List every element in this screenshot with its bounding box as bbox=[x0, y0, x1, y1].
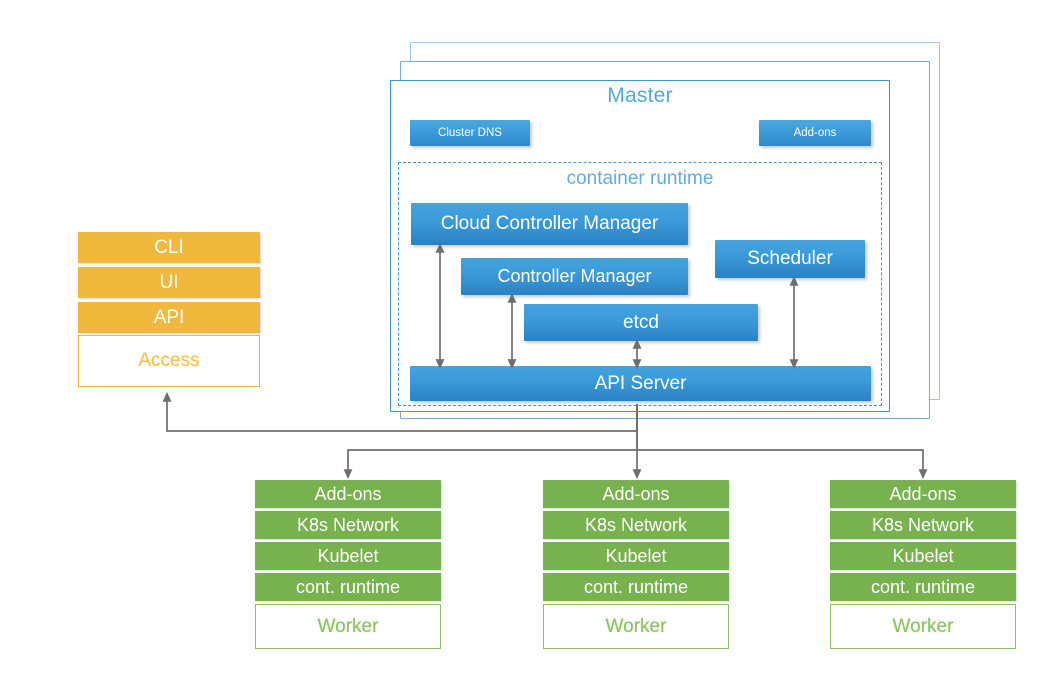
worker-row-kubelet[interactable]: Kubelet bbox=[543, 542, 729, 570]
worker-row-add-ons[interactable]: Add-ons bbox=[255, 480, 441, 508]
container-runtime-box bbox=[398, 162, 882, 406]
worker-label: Worker bbox=[255, 604, 441, 649]
worker-node-3: Add-ons K8s Network Kubelet cont. runtim… bbox=[830, 480, 1016, 655]
scheduler-box[interactable]: Scheduler bbox=[715, 240, 865, 278]
worker-row-add-ons[interactable]: Add-ons bbox=[543, 480, 729, 508]
access-row-api[interactable]: API bbox=[78, 302, 260, 333]
worker-node-2: Add-ons K8s Network Kubelet cont. runtim… bbox=[543, 480, 729, 655]
worker-row-add-ons[interactable]: Add-ons bbox=[830, 480, 1016, 508]
worker-row-kubelet[interactable]: Kubelet bbox=[830, 542, 1016, 570]
access-row-ui[interactable]: UI bbox=[78, 267, 260, 298]
worker-label: Worker bbox=[830, 604, 1016, 649]
worker-label: Worker bbox=[543, 604, 729, 649]
api-server-box[interactable]: API Server bbox=[410, 366, 871, 401]
master-add-ons-box[interactable]: Add-ons bbox=[759, 120, 871, 146]
access-label: Access bbox=[78, 335, 260, 387]
worker-row-cont-runtime[interactable]: cont. runtime bbox=[830, 573, 1016, 601]
controller-manager-box[interactable]: Controller Manager bbox=[461, 258, 688, 295]
container-runtime-title: container runtime bbox=[566, 168, 714, 189]
worker-row-k8s-network[interactable]: K8s Network bbox=[543, 511, 729, 539]
worker-row-kubelet[interactable]: Kubelet bbox=[255, 542, 441, 570]
arrow-api-server-to-worker-3 bbox=[637, 449, 928, 480]
worker-row-cont-runtime[interactable]: cont. runtime bbox=[255, 573, 441, 601]
etcd-box[interactable]: etcd bbox=[524, 304, 758, 341]
worker-row-cont-runtime[interactable]: cont. runtime bbox=[543, 573, 729, 601]
access-row-cli[interactable]: CLI bbox=[78, 232, 260, 263]
master-title: Master bbox=[607, 84, 673, 107]
worker-row-k8s-network[interactable]: K8s Network bbox=[830, 511, 1016, 539]
worker-row-k8s-network[interactable]: K8s Network bbox=[255, 511, 441, 539]
worker-node-1: Add-ons K8s Network Kubelet cont. runtim… bbox=[255, 480, 441, 655]
access-stack: CLI UI API Access bbox=[78, 232, 260, 392]
cloud-controller-manager-box[interactable]: Cloud Controller Manager bbox=[411, 203, 688, 245]
cluster-dns-box[interactable]: Cluster DNS bbox=[410, 120, 530, 146]
